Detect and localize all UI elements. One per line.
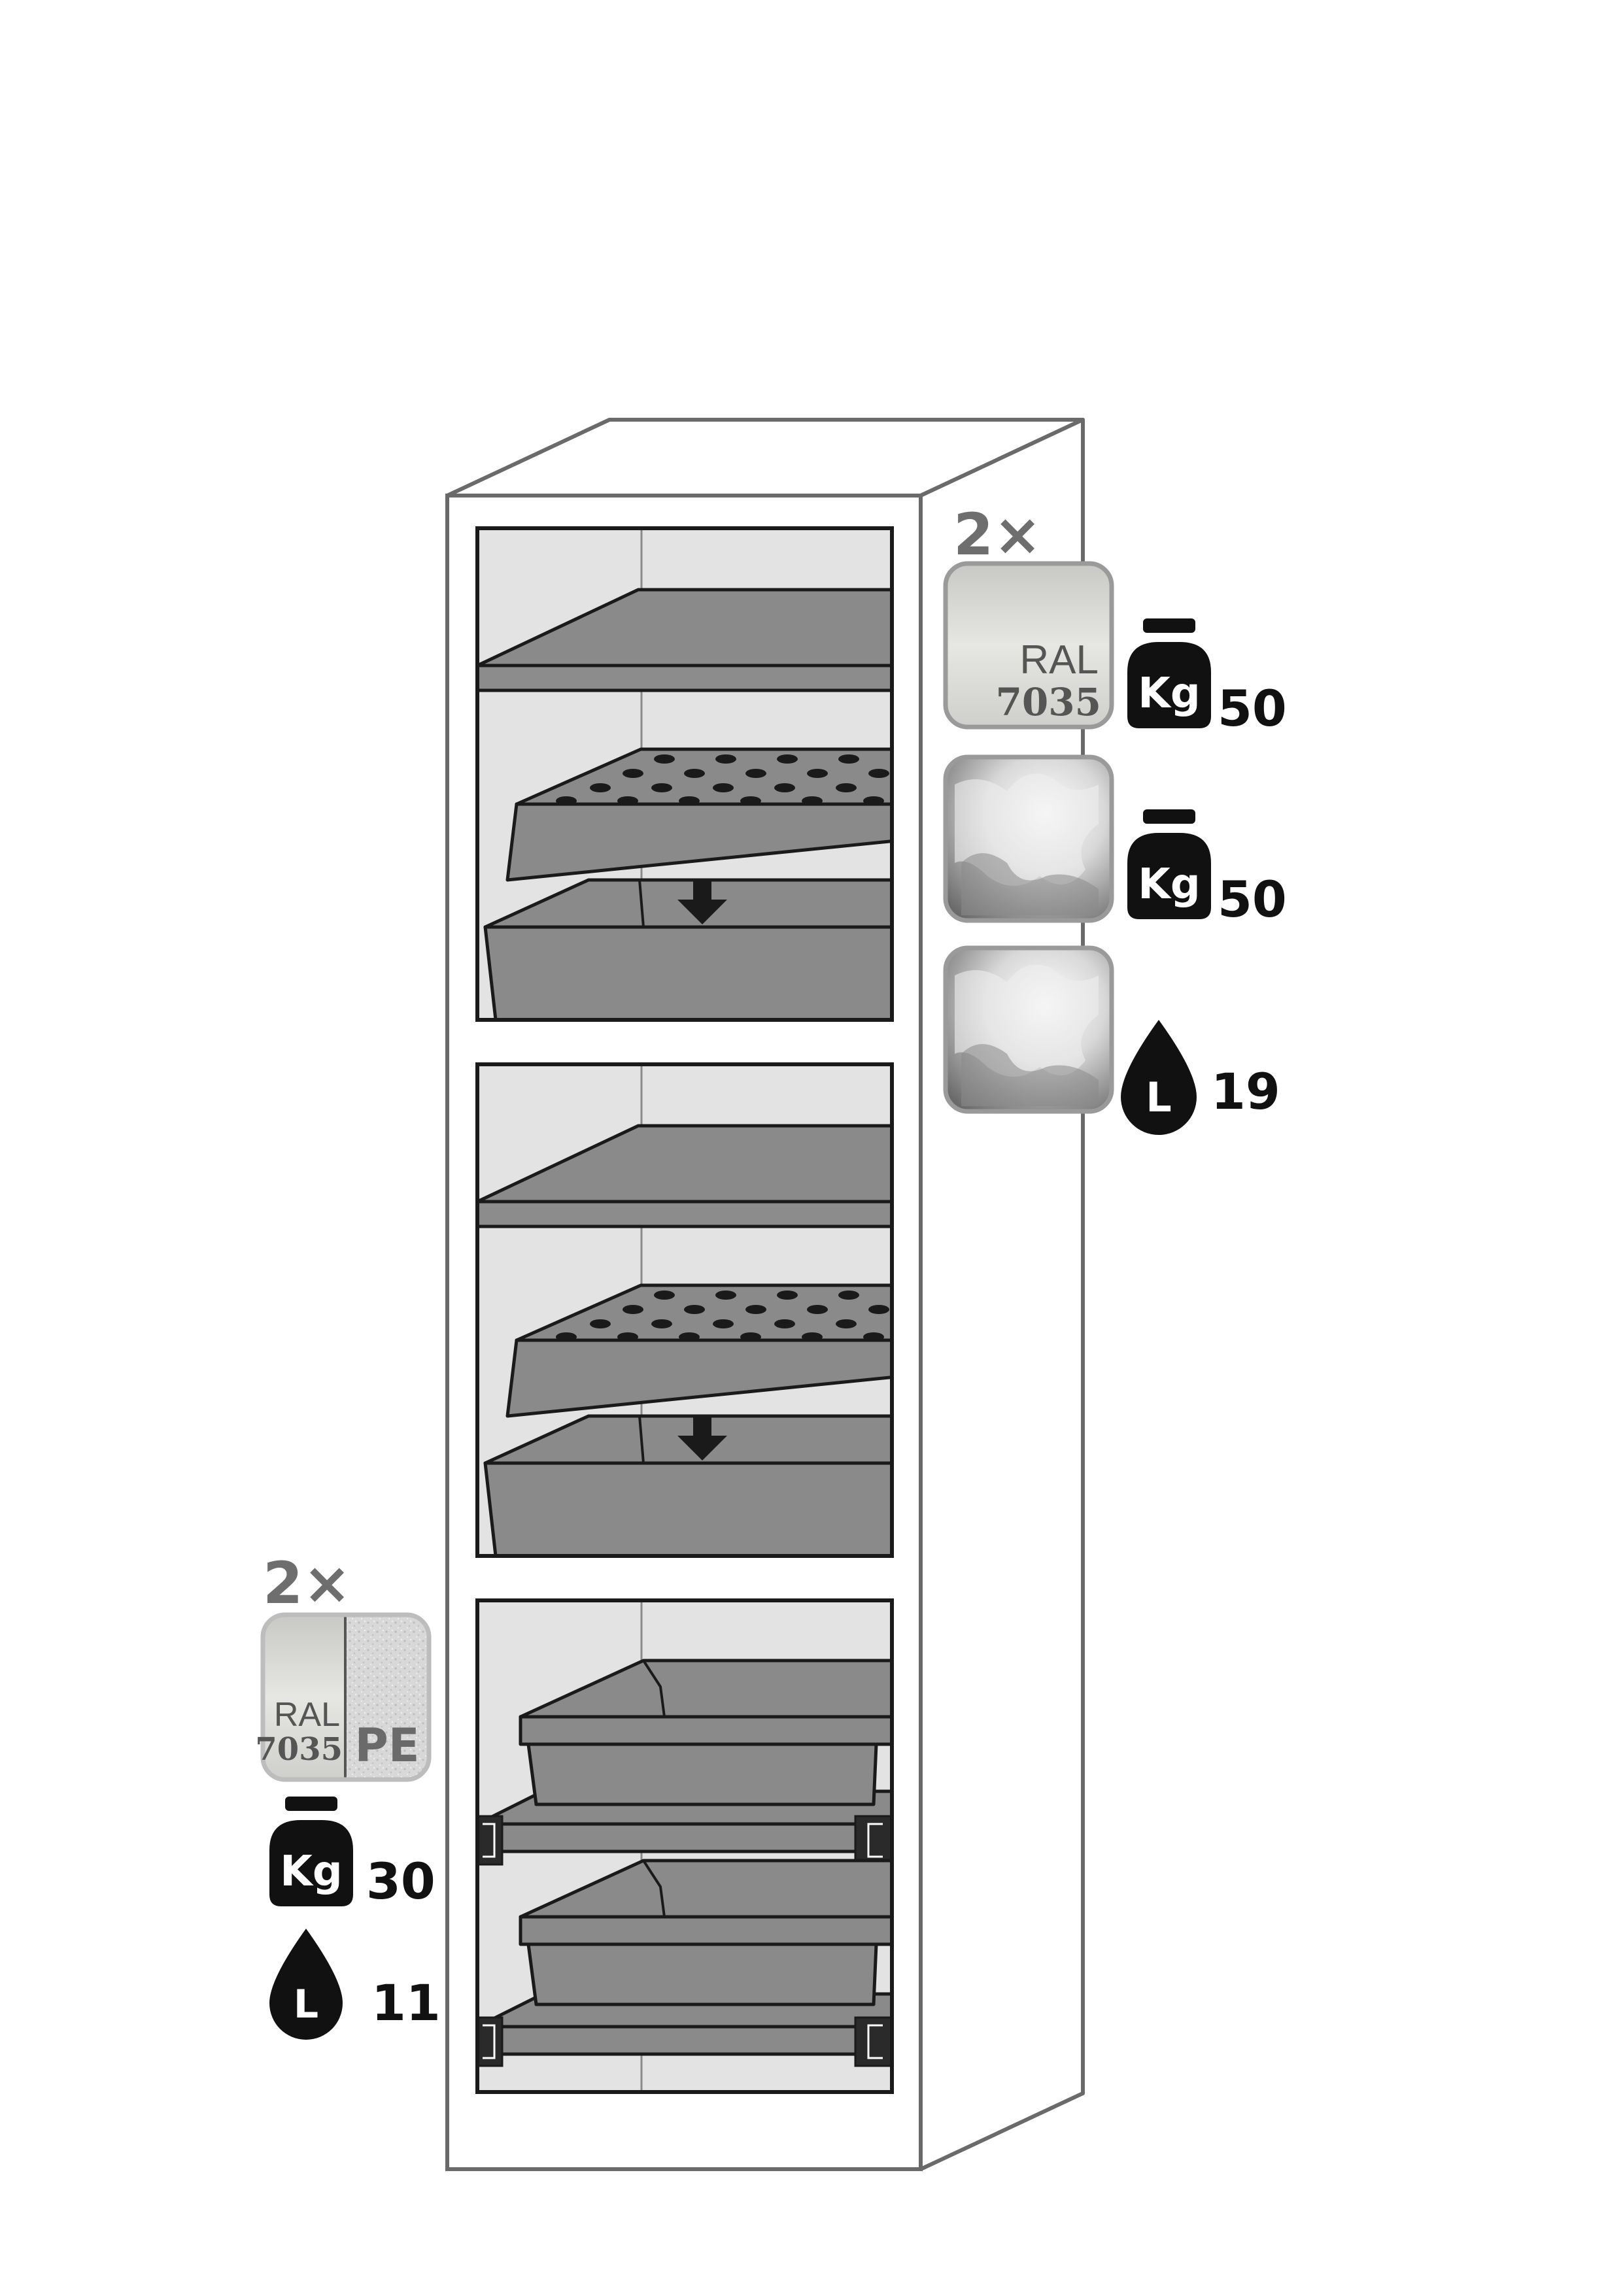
arrow-down-icon xyxy=(677,1416,727,1460)
weight-icon-text: Kg xyxy=(1138,669,1200,718)
weight-icon-text: Kg xyxy=(280,1848,342,1896)
right-info-panel: 2× RAL 7035 Kg 50 Kg xyxy=(943,501,1287,1135)
stainless-steel-swatch xyxy=(943,945,1114,1114)
bay-lower xyxy=(475,1598,894,2094)
load-value: 50 xyxy=(1218,679,1287,737)
left-info-panel: 2× RAL 7035 PE Kg 30 L 11 xyxy=(255,1549,441,2040)
weight-icon-text: Kg xyxy=(1138,860,1200,909)
volume-value: 19 xyxy=(1211,1062,1280,1121)
load-value: 30 xyxy=(366,1852,436,1910)
ral-label: RAL xyxy=(274,1696,340,1734)
drop-icon-text: L xyxy=(294,1982,318,2027)
drop-icon: L xyxy=(269,1929,343,2040)
bay-middle xyxy=(475,1062,894,1558)
left-multiplier: 2× xyxy=(263,1549,351,1617)
pull-out-tray-1 xyxy=(477,1659,892,1866)
pull-out-tray-2 xyxy=(477,1859,892,2067)
volume-value: 11 xyxy=(371,1974,441,2032)
ral-7035-pe-swatch: RAL 7035 PE xyxy=(255,1612,432,1782)
perforated-insert-1 xyxy=(505,747,892,882)
shelf-1 xyxy=(477,588,892,692)
material-label: PE xyxy=(354,1719,419,1772)
ral-number: 7035 xyxy=(996,680,1101,724)
ral-label: RAL xyxy=(1019,637,1099,683)
weight-icon: Kg xyxy=(1127,618,1211,728)
arrow-down-icon xyxy=(677,880,727,924)
ral-7035-swatch: RAL 7035 xyxy=(943,561,1114,730)
perforated-insert-2 xyxy=(505,1283,892,1418)
stainless-steel-swatch xyxy=(943,754,1114,923)
weight-icon: Kg xyxy=(269,1797,353,1906)
drop-icon-text: L xyxy=(1146,1073,1172,1121)
bay-upper xyxy=(475,526,894,1022)
shelf-2 xyxy=(477,1124,892,1228)
drop-icon: L xyxy=(1121,1020,1197,1135)
weight-icon: Kg xyxy=(1127,809,1211,919)
right-multiplier: 2× xyxy=(953,501,1042,568)
load-value: 50 xyxy=(1218,870,1287,928)
ral-number: 7035 xyxy=(255,1731,343,1768)
